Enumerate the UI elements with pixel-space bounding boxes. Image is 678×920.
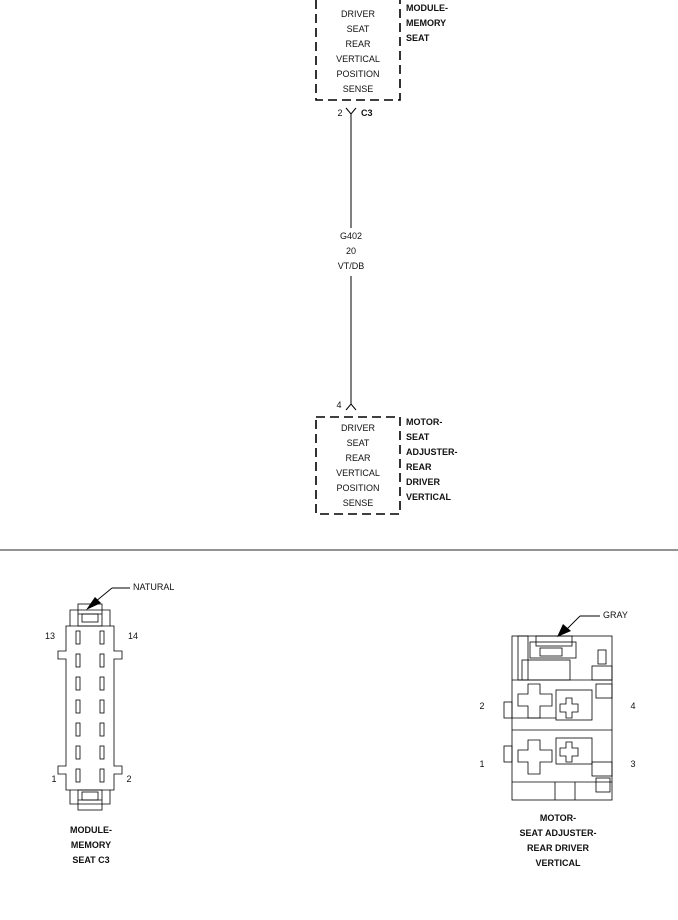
- function-line: SENSE: [342, 84, 374, 94]
- bottom-pin-fork: [345, 403, 357, 411]
- component-name-line: MOTOR-: [406, 417, 443, 427]
- connector-left-caption: MODULE- MEMORY SEAT C3: [46, 823, 136, 868]
- top-connector-id: C3: [361, 108, 373, 118]
- connector-right-pin-4: 4: [630, 701, 636, 711]
- top-pin-number: 2: [337, 108, 343, 118]
- wire-color: VT/DB: [337, 261, 365, 271]
- function-line: POSITION: [336, 483, 380, 493]
- bottom-component-name: MOTOR- SEAT ADJUSTER- REAR DRIVER VERTIC…: [406, 415, 486, 505]
- connector-left-pin-14: 14: [127, 631, 138, 641]
- component-name-line: MEMORY: [406, 18, 447, 28]
- function-line: SEAT: [346, 24, 370, 34]
- connector-right-pin-2: 2: [479, 701, 485, 711]
- caption-line: SEAT C3: [72, 855, 110, 865]
- connector-right-pin-1: 1: [479, 759, 485, 769]
- top-component-function-label: DRIVER SEAT REAR VERTICAL POSITION SENSE: [316, 7, 400, 97]
- function-line: SEAT: [346, 438, 370, 448]
- component-name-line: REAR: [406, 462, 432, 472]
- component-name-line: VERTICAL: [406, 492, 451, 502]
- function-line: POSITION: [336, 69, 380, 79]
- connector-right-pointer: [557, 615, 600, 637]
- caption-line: REAR DRIVER: [526, 843, 589, 853]
- function-line: REAR: [345, 39, 371, 49]
- wire-gauge: 20: [345, 246, 356, 256]
- bottom-pin-number: 4: [336, 400, 342, 410]
- function-line: DRIVER: [340, 423, 375, 433]
- component-name-line: MODULE-: [406, 3, 448, 13]
- connector-right-color-label: GRAY: [603, 610, 628, 620]
- wire-label: G402 20 VT/DB: [321, 229, 381, 274]
- function-line: REAR: [345, 453, 371, 463]
- connector-left-pin-2: 2: [126, 774, 132, 784]
- caption-line: MOTOR-: [539, 813, 577, 823]
- function-line: VERTICAL: [336, 54, 380, 64]
- top-component-outline: [315, 0, 401, 101]
- connector-left-color-label: NATURAL: [133, 582, 175, 592]
- caption-line: VERTICAL: [535, 858, 581, 868]
- component-name-line: SEAT: [406, 33, 430, 43]
- connector-left-pin-1: 1: [51, 774, 57, 784]
- bottom-component-function-label: DRIVER SEAT REAR VERTICAL POSITION SENSE: [316, 421, 400, 511]
- top-component-name: MODULE- MEMORY SEAT: [406, 1, 476, 46]
- function-line: VERTICAL: [336, 468, 380, 478]
- top-pin-fork: [345, 107, 357, 115]
- caption-line: SEAT ADJUSTER-: [519, 828, 597, 838]
- connector-right-pin-3: 3: [630, 759, 636, 769]
- connector-right-caption: MOTOR- SEAT ADJUSTER- REAR DRIVER VERTIC…: [498, 811, 618, 871]
- function-line: SENSE: [342, 498, 374, 508]
- bottom-component-outline: [315, 416, 401, 515]
- component-name-line: DRIVER: [406, 477, 441, 487]
- caption-line: MEMORY: [70, 840, 112, 850]
- function-line: DRIVER: [340, 9, 375, 19]
- connector-right-drawing: [503, 635, 613, 801]
- component-name-line: SEAT: [406, 432, 430, 442]
- wire-circuit: G402: [339, 231, 363, 241]
- caption-line: MODULE-: [70, 825, 112, 835]
- connector-left-pointer: [86, 587, 130, 610]
- connector-left-pin-13: 13: [44, 631, 55, 641]
- connector-left-drawing: [57, 603, 123, 811]
- component-name-line: ADJUSTER-: [406, 447, 458, 457]
